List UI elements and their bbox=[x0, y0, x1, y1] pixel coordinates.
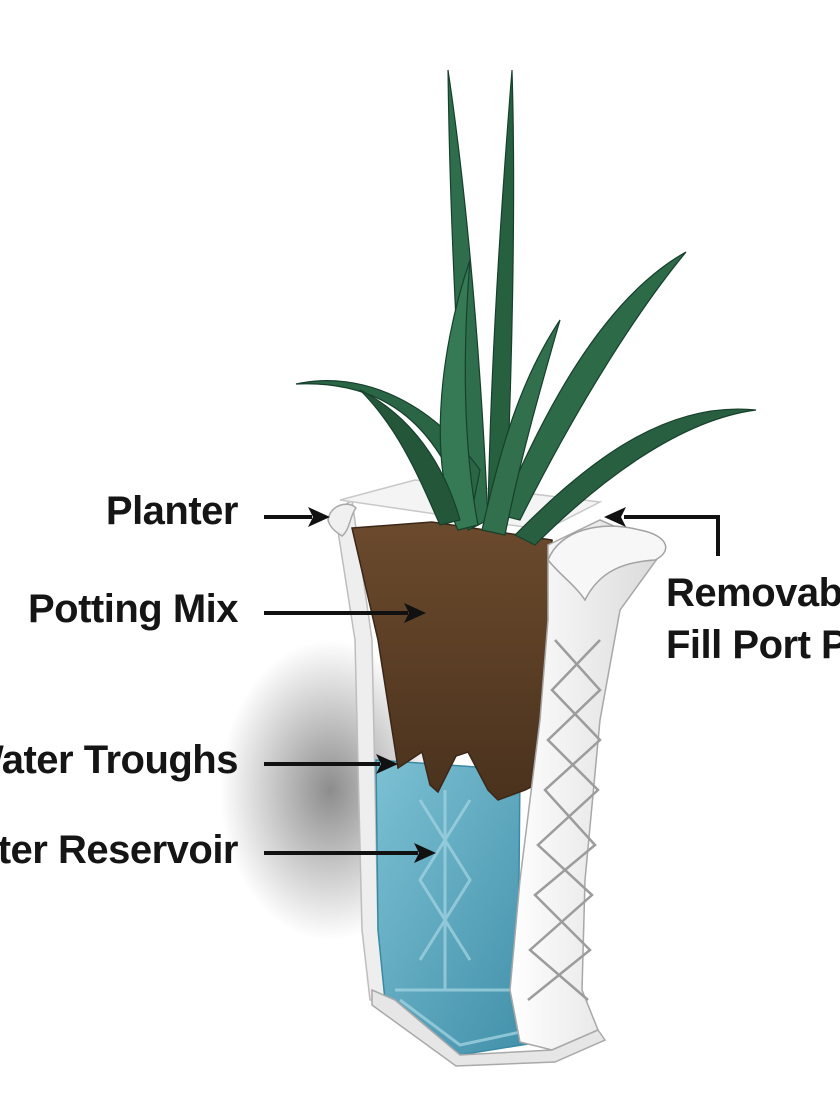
label-water-reservoir: Water Reservoir bbox=[0, 828, 238, 872]
arrow-fill-port-plug bbox=[604, 507, 720, 556]
label-fill-port-line2: Fill Port Plug bbox=[666, 623, 840, 667]
leaf bbox=[487, 69, 515, 532]
arrow-potting-mix bbox=[264, 603, 426, 623]
label-planter: Planter bbox=[106, 489, 238, 533]
reservoir-ribs bbox=[395, 790, 531, 1047]
planter-body bbox=[327, 479, 667, 1067]
label-water-troughs: Water Troughs bbox=[0, 738, 238, 782]
planter-rim-left bbox=[327, 503, 358, 537]
water-reservoir bbox=[375, 759, 542, 1056]
arrow-water-reservoir bbox=[264, 843, 436, 863]
plant bbox=[295, 69, 757, 546]
leaf bbox=[481, 319, 561, 536]
lattice-pattern bbox=[527, 639, 602, 1001]
leaf bbox=[513, 408, 757, 546]
planter-base bbox=[371, 988, 607, 1067]
leaf bbox=[439, 259, 479, 531]
label-fill-port-line1: Removable bbox=[666, 571, 840, 615]
arrow-water-troughs bbox=[264, 754, 398, 774]
leaf bbox=[359, 389, 461, 526]
label-potting-mix: Potting Mix bbox=[28, 587, 238, 631]
arrow-planter bbox=[264, 507, 330, 527]
planter-rim-right bbox=[547, 525, 667, 602]
leaf bbox=[499, 251, 687, 521]
